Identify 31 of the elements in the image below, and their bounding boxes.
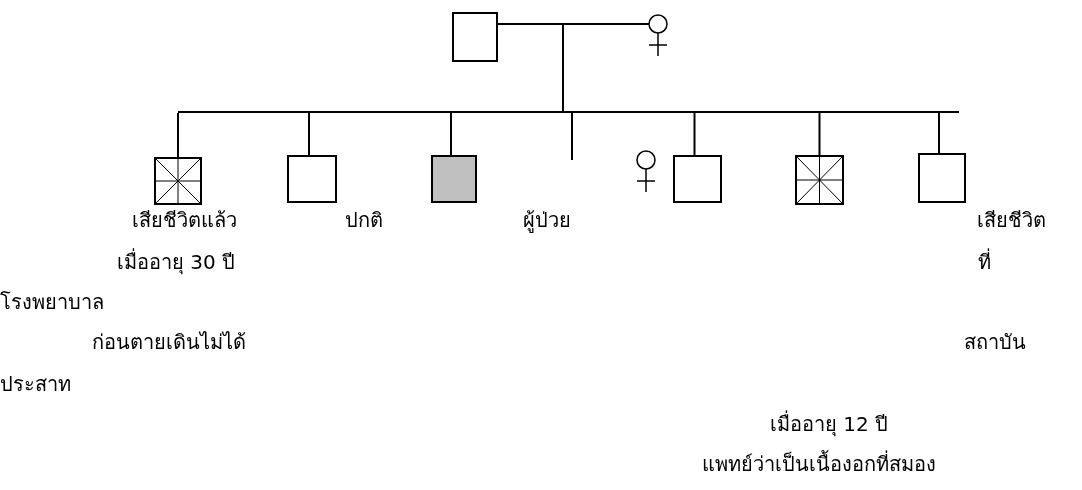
- note-text: เสียชีวิต: [977, 208, 1046, 232]
- note-text: ประสาท: [0, 372, 71, 396]
- connector-line: [177, 112, 179, 158]
- note-text: ผู้ป่วย: [523, 208, 571, 232]
- connector-line: [497, 23, 650, 25]
- note-text: ปกติ: [345, 208, 383, 232]
- male-square: [918, 153, 966, 203]
- female-symbol: [636, 150, 656, 192]
- note-text: โรงพยาบาล: [0, 290, 104, 314]
- note-text: แพทย์ว่าเป็นเนื้องอกที่สมอง: [702, 452, 936, 476]
- note-text: เมื่ออายุ 12 ปี: [770, 412, 889, 436]
- note-text: ก่อนตายเดินไม่ได้: [92, 330, 246, 354]
- deceased-square: [795, 155, 844, 205]
- male-square: [673, 155, 722, 203]
- male-square: [287, 155, 337, 203]
- connector-line: [693, 112, 696, 156]
- note-text: เมื่ออายุ 30 ปี: [117, 250, 236, 274]
- connector-line: [562, 23, 564, 112]
- female-symbol: [648, 14, 668, 56]
- note-text: เสียชีวิตแล้ว: [132, 208, 237, 232]
- note-text: สถาบัน: [964, 330, 1026, 354]
- male-square: [452, 12, 498, 62]
- connector-line: [450, 112, 452, 156]
- connector-line: [571, 112, 573, 161]
- note-text: ที่: [978, 250, 991, 274]
- connector-line: [938, 112, 940, 154]
- connector-line: [308, 112, 310, 156]
- connector-line: [818, 112, 821, 156]
- sibship-line: [178, 111, 959, 113]
- deceased-square: [154, 157, 202, 205]
- affected-square: [431, 155, 477, 203]
